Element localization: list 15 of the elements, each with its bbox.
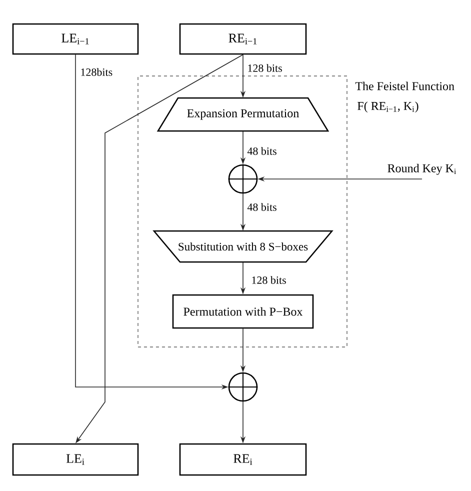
- block-box: LE$_{i−1}$: [12, 23, 139, 55]
- key-label: Round Key K$_{i}$: [388, 164, 456, 175]
- edge-label: 48 bits: [246, 202, 278, 212]
- edge-label: 128bits: [79, 67, 114, 77]
- process-box: Permutation with P−Box: [172, 294, 314, 329]
- formula: F( RE$_{i−1}$, K$_{i}$): [358, 102, 418, 112]
- block-box: RE$_{i}$: [179, 443, 307, 476]
- heading: The Feistel Function: [355, 82, 454, 90]
- edge-label: 48 bits: [246, 146, 278, 156]
- xor-circle: [228, 164, 258, 194]
- block-box: RE$_{i−1}$: [179, 23, 307, 55]
- xor-circle: [228, 372, 258, 402]
- edge-label: 128 bits: [250, 275, 288, 285]
- edge-label: 128 bits: [246, 63, 284, 73]
- block-box: LE$_{i}$: [12, 443, 139, 476]
